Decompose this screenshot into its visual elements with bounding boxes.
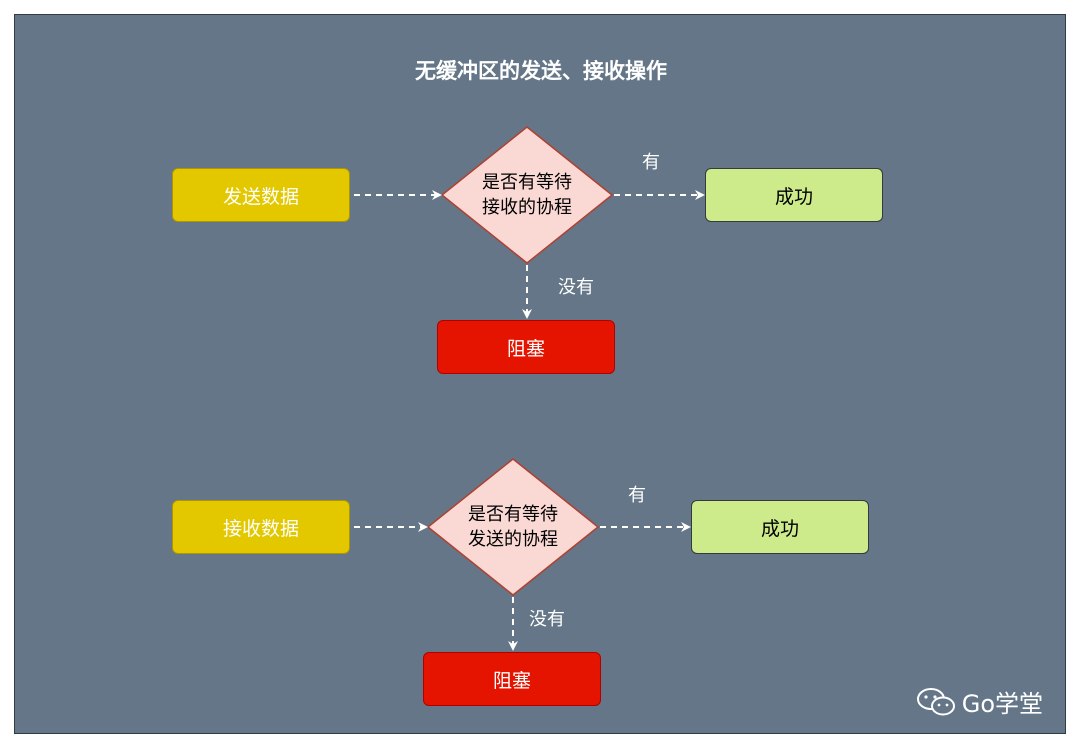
decision-line: 是否有等待 bbox=[482, 172, 572, 193]
blocked-node-2: 阻塞 bbox=[423, 652, 601, 706]
connectors bbox=[354, 126, 705, 651]
no-label-2: 没有 bbox=[529, 609, 565, 630]
start-node-send: 发送数据 bbox=[172, 168, 350, 222]
diagram-title: 无缓冲区的发送、接收操作 bbox=[415, 59, 667, 83]
wechat-icon bbox=[916, 687, 955, 715]
decision-diamond-2 bbox=[426, 458, 600, 596]
blocked-node-1: 阻塞 bbox=[437, 320, 615, 374]
watermark-text: Go学堂 bbox=[961, 690, 1043, 718]
decision-line: 是否有等待 bbox=[468, 504, 558, 525]
success-node-1: 成功 bbox=[705, 168, 883, 222]
decision-text-1: 是否有等待 接收的协程 bbox=[442, 170, 612, 220]
decision-diamond-1 bbox=[440, 126, 614, 264]
decision-line: 发送的协程 bbox=[468, 529, 558, 550]
success-node-2: 成功 bbox=[691, 500, 869, 554]
diagram-canvas: 无缓冲区的发送、接收操作 发送数据 是否有等待 接收的协程 有 成功 没有 阻塞… bbox=[14, 14, 1066, 734]
no-label-1: 没有 bbox=[558, 277, 594, 298]
decision-text-2: 是否有等待 发送的协程 bbox=[428, 502, 598, 552]
watermark: Go学堂 bbox=[916, 684, 1043, 719]
yes-label-1: 有 bbox=[642, 152, 660, 173]
decision-line: 接收的协程 bbox=[482, 197, 572, 218]
start-node-receive: 接收数据 bbox=[172, 500, 350, 554]
yes-label-2: 有 bbox=[628, 485, 646, 506]
